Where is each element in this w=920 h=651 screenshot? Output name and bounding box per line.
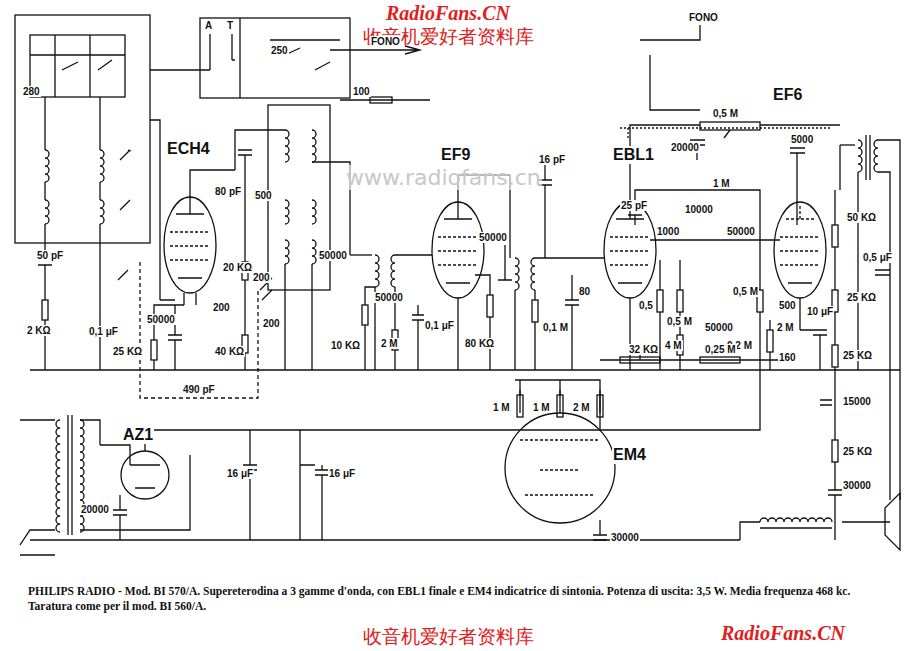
component-value: 25 KΩ	[842, 350, 873, 361]
component-value: 200	[252, 272, 271, 283]
component-value: 16 pF	[538, 154, 566, 165]
component-value: 500	[254, 190, 273, 201]
component-value: 2 M	[776, 322, 795, 333]
component-value: 50000	[704, 322, 734, 333]
tube-name: AZ1	[122, 426, 154, 444]
tube-name: EF9	[440, 146, 471, 164]
component-value: 20000	[670, 142, 700, 153]
component-value: 50 KΩ	[846, 212, 877, 223]
tube-name: ECH4	[166, 140, 211, 158]
component-value: 1 M	[492, 402, 511, 413]
component-value: 280	[22, 86, 41, 97]
component-value: 100	[352, 86, 371, 97]
component-value: 32 KΩ	[628, 344, 659, 355]
component-value: 250	[270, 45, 289, 56]
component-value: 200	[262, 318, 281, 329]
component-value: 10 μF	[806, 306, 834, 317]
component-value: 1 M	[532, 402, 551, 413]
component-value: 25 KΩ	[846, 292, 877, 303]
component-value: 0,5 M	[666, 316, 693, 327]
watermark: 收音机爱好者资料库	[362, 624, 535, 650]
tube-name: EF6	[772, 86, 803, 104]
component-value: 50000	[146, 314, 176, 325]
component-value: 16 μF	[226, 468, 254, 479]
component-value: 30000	[610, 532, 640, 543]
caption: PHILIPS RADIO - Mod. BI 570/A. Supereter…	[28, 584, 888, 614]
component-value: 16 μF	[328, 468, 356, 479]
tube-name: EBL1	[612, 146, 655, 164]
component-value: 80 KΩ	[464, 338, 495, 349]
component-value: 2 M	[572, 402, 591, 413]
component-value: 50000	[726, 226, 756, 237]
component-value: 2 KΩ	[26, 325, 52, 336]
component-value: 1 M	[712, 178, 731, 189]
component-value: 25 pF	[620, 200, 648, 211]
component-value: 0,5 μF	[862, 252, 893, 263]
component-value: 30000	[842, 480, 872, 491]
component-value: 200	[212, 302, 231, 313]
component-value: 4 M	[664, 340, 683, 351]
component-value: 0,1 M	[542, 322, 569, 333]
component-value: FONO	[688, 12, 719, 23]
component-value: 1000	[656, 226, 680, 237]
component-value: 0,5 M	[712, 108, 739, 119]
component-value: FONO	[370, 36, 401, 47]
component-value: 160	[778, 352, 797, 363]
tube-name: EM4	[612, 446, 647, 464]
component-value: 10 KΩ	[330, 340, 361, 351]
component-value: 50 pF	[36, 250, 64, 261]
component-value: 2 M	[380, 338, 399, 349]
component-value: 80 pF	[214, 186, 242, 197]
component-value: 40 KΩ	[214, 346, 245, 357]
component-value: 0,1 μF	[88, 326, 119, 337]
component-value: 50000	[318, 250, 348, 261]
component-value: 50000	[374, 292, 404, 303]
component-value: 25 KΩ	[112, 346, 143, 357]
component-value: 50000	[478, 232, 508, 243]
component-value: 10000	[684, 204, 714, 215]
component-value: 80	[578, 286, 591, 297]
component-value: 5000	[790, 134, 814, 145]
component-value: 0,1 μF	[424, 320, 455, 331]
component-value: T	[226, 20, 234, 31]
component-value: 500	[778, 300, 797, 311]
component-value: 20000	[80, 504, 110, 515]
component-value: 20 KΩ	[222, 262, 253, 273]
watermark: RadioFans.CN	[720, 622, 846, 645]
watermark: RadioFans.CN	[385, 2, 511, 25]
component-value: 490 pF	[182, 384, 216, 395]
component-value: 15000	[842, 396, 872, 407]
watermark: www.radiofans.cn	[345, 165, 542, 190]
component-value: 25 KΩ	[842, 446, 873, 457]
component-value: 0,5	[638, 300, 654, 311]
component-value: A	[204, 20, 213, 31]
component-value: 0,5 M	[732, 286, 759, 297]
component-value: 0,25 M	[704, 344, 737, 355]
